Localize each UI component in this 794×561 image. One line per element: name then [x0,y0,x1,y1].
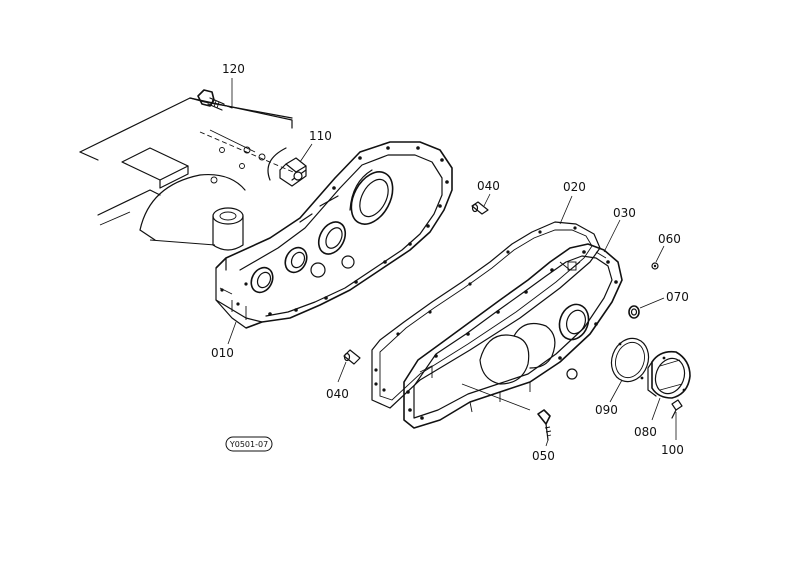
chassis-frame [79,97,301,251]
oil-seal-070 [628,297,665,319]
label-020: 020 [563,180,586,194]
label-120: 120 [222,62,245,76]
label-080: 080 [634,425,657,439]
pin-040-lower [337,349,361,383]
pin-040-upper [471,193,491,215]
label-110: 110 [309,129,332,143]
bolt-100 [671,399,683,440]
gasket-020 [371,195,601,409]
label-090: 090 [595,403,618,417]
label-040-upper: 040 [477,179,500,193]
label-030: 030 [613,206,636,220]
label-050: 050 [532,449,555,463]
label-060: 060 [658,232,681,246]
label-010: 010 [211,346,234,360]
bushing-110 [279,143,313,187]
gasket-090 [609,337,650,403]
plug-060 [651,245,665,270]
label-070: 070 [666,290,689,304]
label-100: 100 [661,443,684,457]
bolt-050 [461,383,552,447]
part-labels: 120 110 040 020 030 060 070 010 040 090 … [211,62,689,463]
bearing-cap-080 [647,350,691,421]
bolt-120 [197,78,233,111]
reference-code-badge: Y0501-07 [225,436,273,452]
gear-case-010 [215,141,453,345]
reference-code: Y0501-07 [229,440,268,449]
cover-030 [403,219,623,429]
label-040-lower: 040 [326,387,349,401]
